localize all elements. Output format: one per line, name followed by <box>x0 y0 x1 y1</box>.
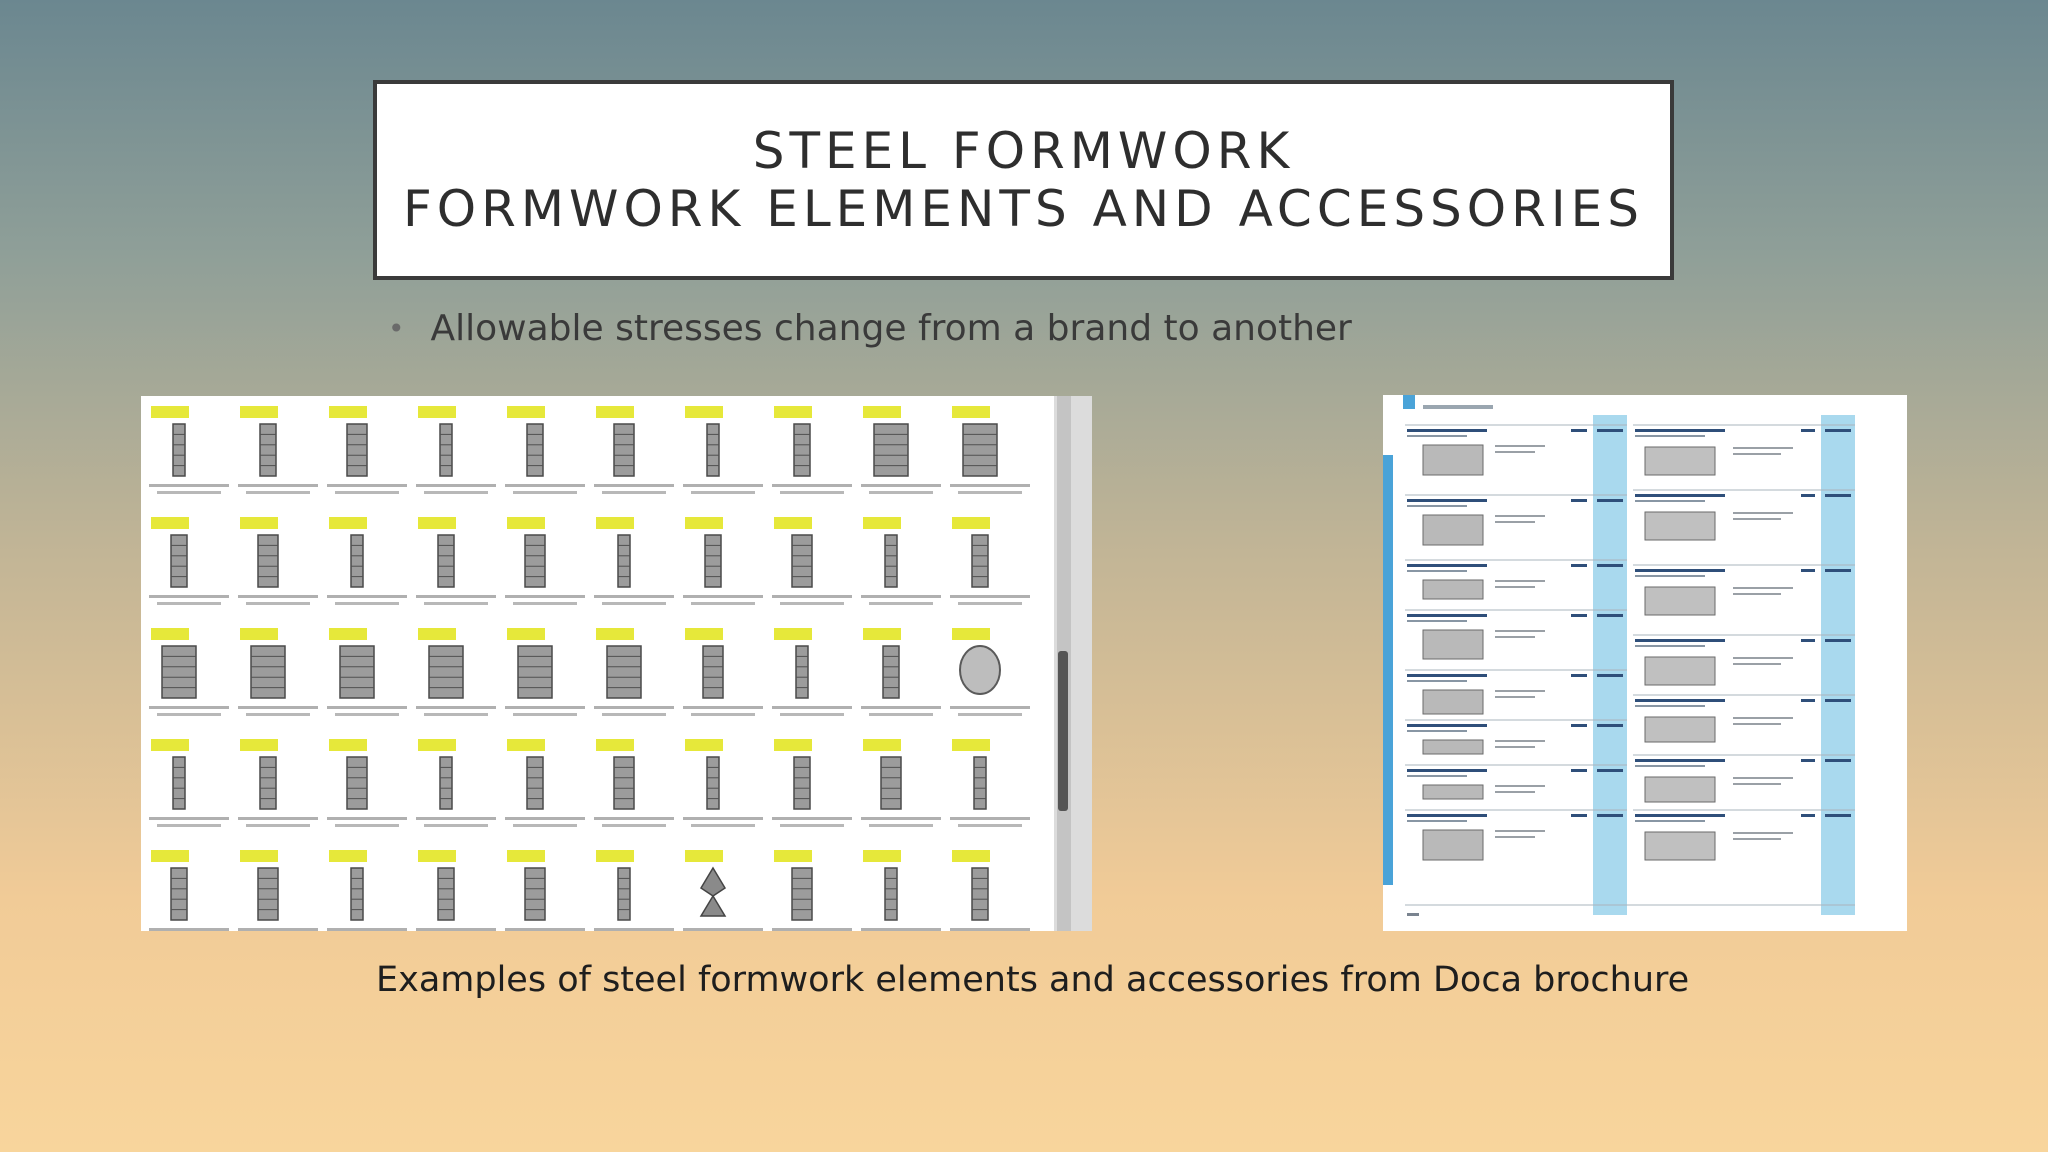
catalog-thumbnail <box>594 850 674 931</box>
slide-title-line-2: FORMWORK ELEMENTS AND ACCESSORIES <box>403 180 1644 238</box>
catalog-thumbnail <box>416 406 496 494</box>
brochure-entry <box>1633 694 1855 743</box>
catalog-thumbnail <box>416 628 496 716</box>
catalog-thumbnail <box>149 517 229 605</box>
catalog-thumbnail <box>505 517 585 605</box>
brochure-entry <box>1405 809 1627 861</box>
catalog-thumbnail <box>683 517 763 605</box>
catalog-thumbnail <box>238 517 318 605</box>
catalog-thumbnail <box>772 406 852 494</box>
brochure-entry <box>1633 634 1855 686</box>
catalog-thumbnail <box>861 406 941 494</box>
slide-title-line-1: STEEL FORMWORK <box>752 122 1295 180</box>
title-box: STEEL FORMWORK FORMWORK ELEMENTS AND ACC… <box>373 80 1674 280</box>
catalog-thumbnail <box>238 739 318 827</box>
catalog-thumbnail <box>683 850 763 931</box>
brochure-entry <box>1633 754 1855 803</box>
catalog-thumbnail <box>772 517 852 605</box>
catalog-thumbnail <box>950 850 1030 931</box>
catalog-thumbnail <box>772 739 852 827</box>
brochure-entry <box>1633 424 1855 476</box>
formwork-catalog-icon <box>141 396 1092 931</box>
bullet-dot-icon: • <box>388 312 405 345</box>
catalog-thumbnail <box>238 850 318 931</box>
catalog-thumbnail <box>505 850 585 931</box>
catalog-thumbnail <box>505 739 585 827</box>
catalog-thumbnail <box>327 628 407 716</box>
brochure-entry <box>1405 719 1627 755</box>
catalog-thumbnail <box>416 850 496 931</box>
catalog-thumbnail <box>772 850 852 931</box>
catalog-thumbnail <box>950 628 1030 716</box>
brochure-entry <box>1633 489 1855 541</box>
catalog-thumbnail <box>594 739 674 827</box>
catalog-thumbnail <box>950 406 1030 494</box>
catalog-thumbnail <box>861 628 941 716</box>
catalog-thumbnail <box>327 739 407 827</box>
catalog-thumbnail <box>149 739 229 827</box>
catalog-thumbnail <box>594 406 674 494</box>
doka-brochure-icon <box>1383 395 1907 931</box>
catalog-screenshot-image <box>141 396 1092 931</box>
catalog-thumbnail <box>327 850 407 931</box>
catalog-thumbnail <box>505 628 585 716</box>
bullet-point: • Allowable stresses change from a brand… <box>388 308 1352 349</box>
catalog-thumbnail <box>683 739 763 827</box>
catalog-thumbnail <box>505 406 585 494</box>
brochure-entry <box>1405 609 1627 660</box>
catalog-thumbnail <box>950 739 1030 827</box>
brochure-entry <box>1405 559 1627 600</box>
catalog-thumbnail <box>327 406 407 494</box>
brochure-entry <box>1633 809 1855 861</box>
figure-caption: Examples of steel formwork elements and … <box>376 960 1690 1000</box>
brochure-entry <box>1405 669 1627 715</box>
brochure-page-image <box>1383 395 1907 931</box>
catalog-thumbnail <box>416 739 496 827</box>
catalog-thumbnail <box>149 406 229 494</box>
catalog-thumbnail <box>861 739 941 827</box>
catalog-thumbnail <box>683 406 763 494</box>
catalog-thumbnail <box>327 517 407 605</box>
catalog-thumbnail <box>149 628 229 716</box>
brochure-entry <box>1405 494 1627 546</box>
catalog-thumbnail <box>772 628 852 716</box>
catalog-thumbnail <box>238 406 318 494</box>
catalog-thumbnail <box>861 850 941 931</box>
catalog-thumbnail <box>950 517 1030 605</box>
catalog-thumbnail <box>683 628 763 716</box>
catalog-thumbnail <box>594 517 674 605</box>
brochure-entry <box>1405 424 1627 476</box>
bullet-text: Allowable stresses change from a brand t… <box>430 308 1352 349</box>
catalog-thumbnail <box>861 517 941 605</box>
catalog-thumbnail <box>238 628 318 716</box>
catalog-thumbnail <box>149 850 229 931</box>
brochure-entry <box>1405 764 1627 800</box>
catalog-thumbnail <box>416 517 496 605</box>
catalog-thumbnail <box>594 628 674 716</box>
brochure-entry <box>1633 564 1855 616</box>
